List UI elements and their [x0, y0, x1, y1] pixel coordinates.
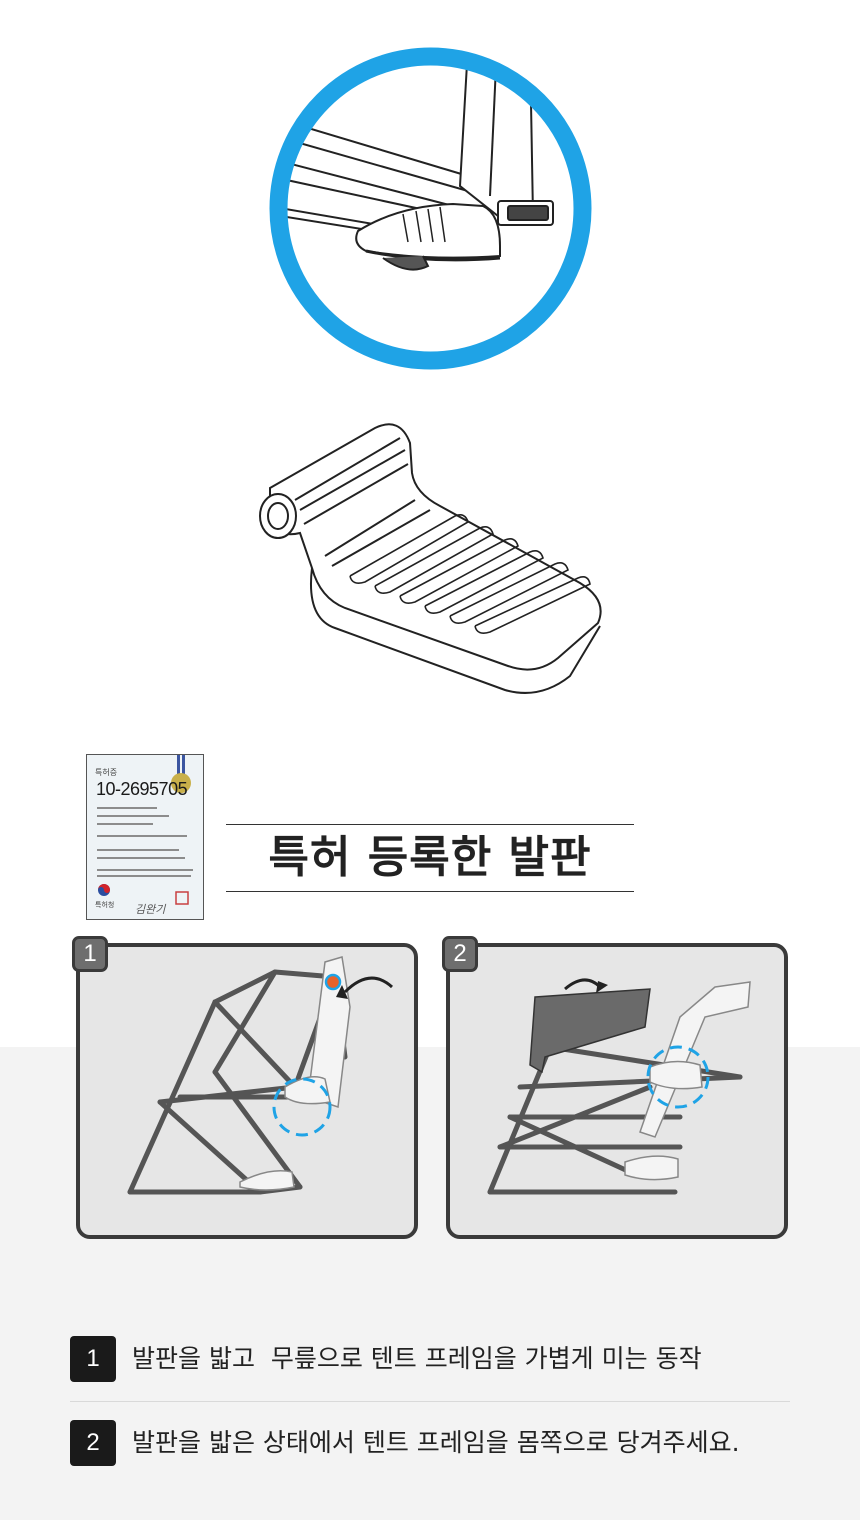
cert-text-line — [97, 815, 169, 817]
step-text-1: 발판을 밟고 무릎으로 텐트 프레임을 가볍게 미는 동작 — [132, 1344, 702, 1373]
certificate-heading: 특허증 — [95, 768, 118, 777]
step-divider — [70, 1401, 790, 1402]
cert-text-line — [97, 823, 153, 825]
cert-text-line — [97, 849, 179, 851]
page-title: 특허 등록한 발판 — [268, 832, 592, 883]
cert-text-line — [97, 807, 157, 809]
medal-icon — [171, 755, 191, 793]
pedal-drawing — [259, 423, 602, 694]
patent-certificate: 특허증 10-2695705 특허청 김완기 — [86, 754, 204, 920]
title-top-rule — [226, 824, 634, 825]
certificate-signature: 김완기 — [135, 903, 166, 916]
step-1: 1 발판을 밟고 무릎으로 텐트 프레임을 가볍게 미는 동작 — [70, 1336, 790, 1382]
step-text-2: 발판을 밟은 상태에서 텐트 프레임을 몸쪽으로 당겨주세요. — [132, 1428, 740, 1457]
cert-text-line — [97, 875, 191, 877]
panel-badge-2: 2 — [442, 936, 478, 972]
cert-text-line — [97, 869, 193, 871]
cert-text-line — [97, 835, 187, 837]
frame-push-illustration — [127, 956, 394, 1195]
step-number-1: 1 — [70, 1336, 116, 1382]
step-number-2: 2 — [70, 1420, 116, 1466]
usage-panel-2 — [446, 943, 788, 1239]
title-bottom-rule — [226, 891, 634, 892]
patent-number: 10-2695705 — [96, 779, 188, 799]
frame-pull-illustration — [487, 978, 751, 1195]
official-seal-icon — [175, 891, 189, 905]
step-2: 2 발판을 밟은 상태에서 텐트 프레임을 몸쪽으로 당겨주세요. — [70, 1420, 790, 1466]
usage-panel-1 — [76, 943, 418, 1239]
panel-badge-1: 1 — [72, 936, 108, 972]
foot-on-pedal-illustration — [269, 47, 592, 370]
cert-text-line — [97, 857, 185, 859]
certificate-issuer: 특허청 — [95, 901, 115, 909]
taegeuk-logo-icon — [98, 884, 110, 896]
